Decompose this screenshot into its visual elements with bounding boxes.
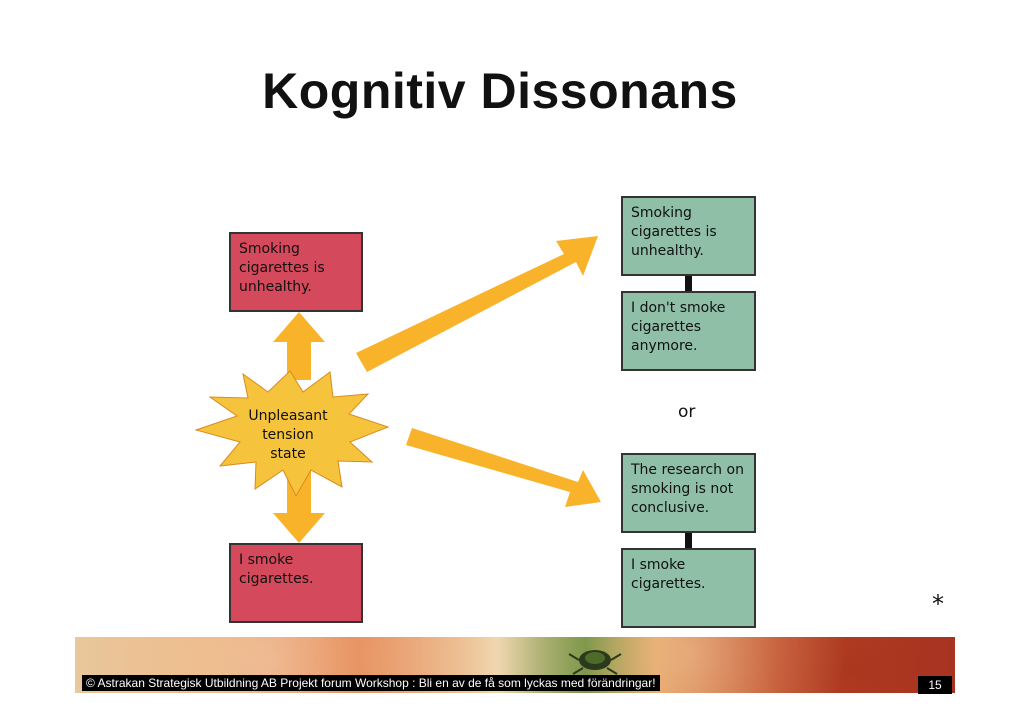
right-upper-behavior-box: I don't smoke cigarettes anymore. <box>621 291 756 371</box>
footer-copyright: © Astrakan Strategisk Utbildning AB Proj… <box>82 675 660 691</box>
page-number: 15 <box>918 676 952 694</box>
tension-state-label: Unpleasant tension state <box>248 408 328 462</box>
connector-upper <box>685 276 692 291</box>
or-label: or <box>678 402 696 422</box>
bug-icon <box>568 650 622 675</box>
arrow-lower-right <box>406 428 601 507</box>
connector-lower <box>685 533 692 548</box>
asterisk-mark: * <box>932 590 944 618</box>
arrow-down <box>273 470 325 543</box>
slide-title: Kognitiv Dissonans <box>262 63 738 119</box>
right-lower-behavior-box: I smoke cigarettes. <box>621 548 756 628</box>
right-lower-belief-box: The research on smoking is not conclusiv… <box>621 453 756 533</box>
arrow-upper-right <box>356 236 598 372</box>
starburst <box>194 370 390 498</box>
left-behavior-box: I smoke cigarettes. <box>229 543 363 623</box>
left-belief-box: Smoking cigarettes is unhealthy. <box>229 232 363 312</box>
arrow-up <box>273 312 325 380</box>
right-upper-belief-box: Smoking cigarettes is unhealthy. <box>621 196 756 276</box>
